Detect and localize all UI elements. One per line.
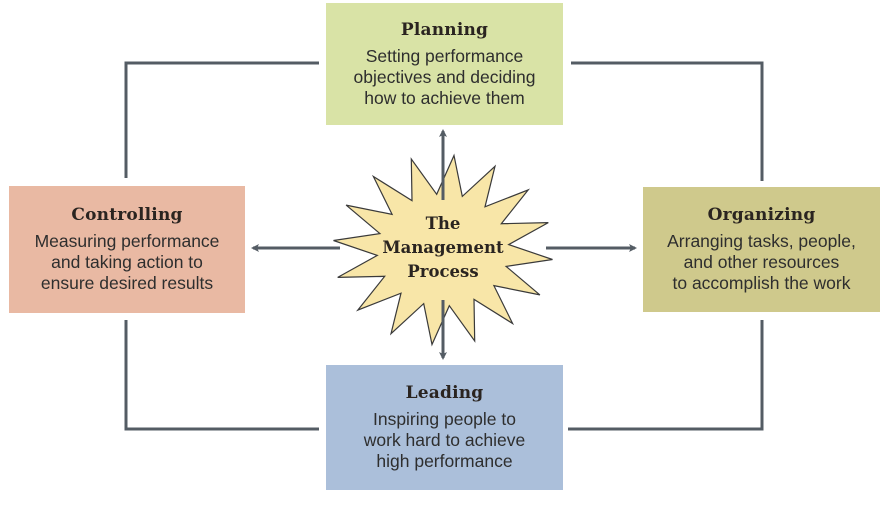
center-label: The Management Process xyxy=(382,214,504,281)
connector-leading-controlling xyxy=(124,320,319,431)
organizing-description: Arranging tasks, people, and other resou… xyxy=(667,231,856,293)
controlling-description: Measuring performance and taking action … xyxy=(34,231,220,293)
organizing-box: Organizing Arranging tasks, people, and … xyxy=(643,187,880,312)
controlling-title: Controlling xyxy=(71,205,183,225)
leading-box: Leading Inspiring people to work hard to… xyxy=(326,365,563,490)
controlling-box: Controlling Measuring performance and ta… xyxy=(9,186,245,313)
connector-controlling-planning xyxy=(124,61,319,178)
planning-title: Planning xyxy=(400,19,489,40)
leading-title: Leading xyxy=(405,383,484,403)
connector-organizing-leading xyxy=(568,320,764,431)
planning-box: Planning Setting performance objectives … xyxy=(326,3,563,125)
starburst-shape xyxy=(333,153,553,347)
connector-planning-organizing xyxy=(571,61,764,181)
planning-description: Setting performance objectives and decid… xyxy=(353,45,536,108)
leading-description: Inspiring people to work hard to achieve… xyxy=(363,409,526,471)
organizing-title: Organizing xyxy=(707,205,816,225)
